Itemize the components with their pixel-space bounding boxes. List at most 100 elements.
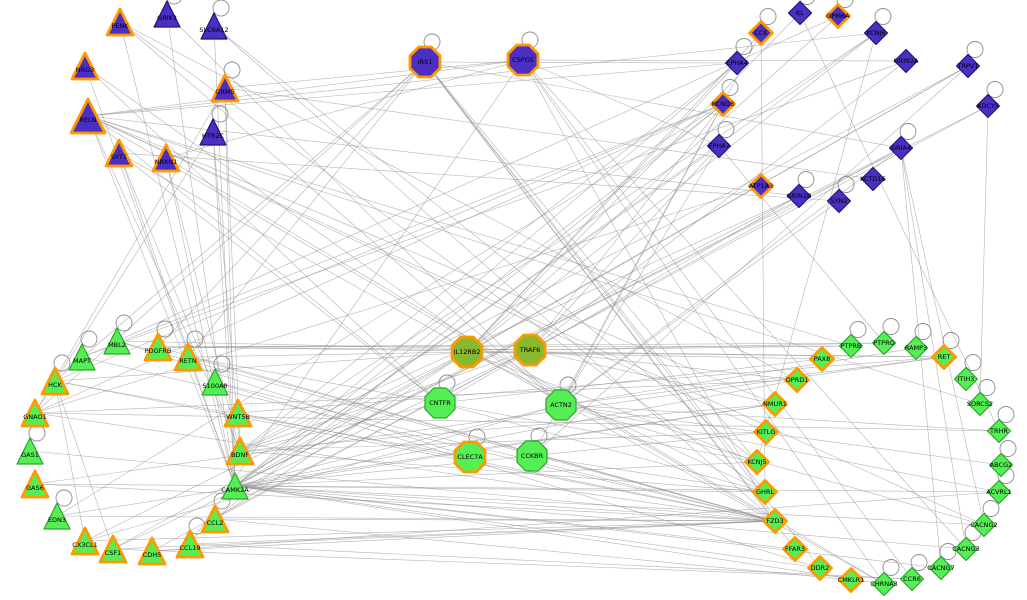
self-loop-PTPRO[interactable] xyxy=(882,318,900,335)
node-CACNG7[interactable] xyxy=(928,555,954,581)
node-S100A8[interactable] xyxy=(201,368,229,396)
edge-TRAF6-KCNQ3[interactable] xyxy=(529,103,724,351)
edge-TRAF6-GRIN2A[interactable] xyxy=(529,60,907,351)
node-RELN[interactable] xyxy=(69,97,107,135)
edge-ACTN2-KCNQ3[interactable] xyxy=(560,103,724,406)
self-loop-ABCG2[interactable] xyxy=(999,440,1017,457)
edge-CNTFR-PAX8[interactable] xyxy=(439,358,823,404)
edge-CNTFR-NRG3[interactable] xyxy=(84,65,441,404)
edge-CNTFR-GRIN2B[interactable] xyxy=(439,195,800,404)
self-loop-KCNQ3[interactable] xyxy=(721,79,739,96)
node-KCNJ5[interactable] xyxy=(744,449,770,475)
edge-FZD3-HCK[interactable] xyxy=(54,380,776,522)
edge-CCL19-CCR6[interactable] xyxy=(189,543,913,580)
node-GAS6[interactable] xyxy=(20,469,50,499)
edge-KCNJ6-KCNJ5[interactable] xyxy=(756,32,877,463)
edge-BDNF-EPHA4[interactable] xyxy=(239,62,738,452)
self-loop-GRM5[interactable] xyxy=(223,61,241,79)
edge-CAMK2A-FFAR3[interactable] xyxy=(234,485,796,550)
node-ATP1A3[interactable] xyxy=(748,173,774,199)
edge-SLC6A12-KCNJ5[interactable] xyxy=(213,25,758,463)
edge-KCNQ3-GNAO1[interactable] xyxy=(34,103,724,414)
edge-IRS1-DDR2[interactable] xyxy=(424,61,821,569)
edge-CAMK2A-CACNG3[interactable] xyxy=(234,485,967,550)
node-SORCS2[interactable] xyxy=(967,391,993,417)
edge-RELN-KCNJ6[interactable] xyxy=(87,32,877,117)
node-KITLG[interactable] xyxy=(753,419,779,445)
edge-IL12RB2-GHRL[interactable] xyxy=(466,351,766,493)
node-GNAO1[interactable] xyxy=(20,398,50,428)
edge-TRAF6-GRIA4[interactable] xyxy=(529,147,902,351)
node-IL12RB2[interactable] xyxy=(450,335,484,369)
node-KCTD16[interactable] xyxy=(860,166,886,192)
edge-FZD3-GNAO1[interactable] xyxy=(34,412,776,522)
node-GHRL[interactable] xyxy=(752,479,778,505)
self-loop-ADCY5[interactable] xyxy=(986,81,1004,98)
node-TRPV1[interactable] xyxy=(955,53,981,79)
edge-IL12RB2-HCK[interactable] xyxy=(54,351,468,382)
edge-ACTN2-PENK[interactable] xyxy=(119,21,562,406)
edge-IRS1-GHRL[interactable] xyxy=(424,61,766,493)
edge-FZD3-CSF1[interactable] xyxy=(112,520,776,550)
edge-KCNQ3-CCL2[interactable] xyxy=(214,103,724,520)
edge-CX3CL1-HCK[interactable] xyxy=(54,380,86,542)
edge-IL12RB2-GPM6A[interactable] xyxy=(466,15,839,353)
edge-KL-TRHR[interactable] xyxy=(799,12,1000,432)
self-loop-TRPV1[interactable] xyxy=(966,41,984,58)
node-RAMP3[interactable] xyxy=(903,335,929,361)
self-loop-CCK[interactable] xyxy=(759,8,777,25)
edge-CNTFR-GHRL[interactable] xyxy=(439,402,766,493)
edge-BDNF-KCNJ6[interactable] xyxy=(239,32,877,452)
node-GAS1[interactable] xyxy=(16,437,44,465)
edge-ACTN2-GRIA4[interactable] xyxy=(560,147,902,406)
edge-BDNF-TRAF6[interactable] xyxy=(239,349,531,452)
node-CLEC7A[interactable] xyxy=(453,440,487,474)
self-loop-EPHA4[interactable] xyxy=(735,38,753,55)
node-SYN2[interactable] xyxy=(826,188,852,214)
edge-CSPG5-CHRNA3[interactable] xyxy=(522,59,885,585)
node-CSF1[interactable] xyxy=(98,534,128,564)
edge-ADCY5-SORCS2[interactable] xyxy=(979,105,989,405)
edge-CAMK2A-FZD3[interactable] xyxy=(234,485,776,522)
node-CCKBR[interactable] xyxy=(516,440,548,472)
edge-EPHA7-PTPRO[interactable] xyxy=(718,145,885,344)
node-NRG3[interactable] xyxy=(70,51,100,81)
node-ABCG2[interactable] xyxy=(988,452,1014,478)
node-CAMK2A[interactable] xyxy=(221,472,249,500)
edge-CAMK2A-PENK[interactable] xyxy=(119,21,236,487)
edge-CCK-GHRL[interactable] xyxy=(760,32,766,493)
node-TRHR[interactable] xyxy=(986,418,1012,444)
edge-PENK-OPRD1[interactable] xyxy=(119,21,798,381)
edge-IL12RB2-CCL2[interactable] xyxy=(214,351,468,520)
edge-RELN-NMUR1[interactable] xyxy=(87,115,776,405)
edge-ACTN2-EPHA7[interactable] xyxy=(560,145,720,406)
edge-IL12RB2-KCNJ6[interactable] xyxy=(466,32,877,353)
edge-IL12RB2-RETN[interactable] xyxy=(187,351,468,358)
edge-BDNF-NRXN1[interactable] xyxy=(165,157,241,452)
node-IRS1[interactable] xyxy=(408,45,442,79)
edge-CCL2-CMKLR1[interactable] xyxy=(214,518,852,581)
self-loop-CCR6[interactable] xyxy=(910,554,928,571)
self-loop-EDN3[interactable] xyxy=(55,489,73,507)
node-PENK[interactable] xyxy=(105,7,135,37)
node-CCK[interactable] xyxy=(748,20,774,46)
edge-CSF1-HCK[interactable] xyxy=(54,380,114,550)
node-WNT5B[interactable] xyxy=(223,398,253,428)
node-GPM6A[interactable] xyxy=(825,3,851,29)
edge-IRS1-GRIA4[interactable] xyxy=(424,61,902,149)
edge-CAMK2A-GRIK3[interactable] xyxy=(166,13,236,487)
self-loop-HTR2C[interactable] xyxy=(211,105,229,123)
edge-CSPG5-GRIN2A[interactable] xyxy=(522,59,907,62)
edge-KCTD16-GRM5[interactable] xyxy=(224,87,874,180)
node-GRIN2B[interactable] xyxy=(786,183,812,209)
node-MAPT[interactable] xyxy=(68,343,96,371)
edge-CNTFR-SYT1[interactable] xyxy=(118,152,441,404)
self-loop-PDGFRB[interactable] xyxy=(156,320,174,338)
edge-TRAF6-OPRD1[interactable] xyxy=(529,349,798,381)
node-KL[interactable] xyxy=(787,0,813,26)
edge-CNTFR-KCNJ5[interactable] xyxy=(439,402,758,463)
edge-ACTN2-GRIK3[interactable] xyxy=(166,13,562,406)
edge-IL12RB2-EPHA4[interactable] xyxy=(466,62,738,353)
edge-FZD3-CCL19[interactable] xyxy=(189,520,776,545)
